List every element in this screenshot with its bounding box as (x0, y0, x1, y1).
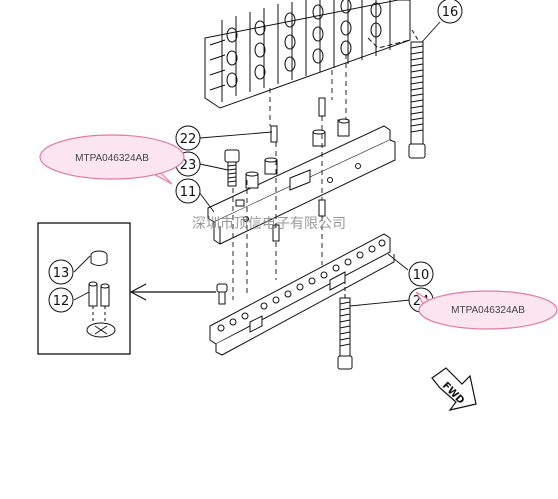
detail-box (37, 222, 131, 355)
pins (224, 97, 326, 242)
bolt-24 (337, 280, 353, 370)
assembly-lines (221, 54, 347, 300)
bolt-16 (408, 29, 426, 159)
svg-text:13: 13 (53, 266, 70, 281)
leader-lines (198, 21, 441, 307)
callout-13: 13 (48, 259, 74, 285)
callout-10: 10 (408, 261, 434, 287)
svg-text:10: 10 (413, 268, 430, 283)
part-number-bubble-right: MTPA046324AB (415, 290, 558, 330)
part-number-bubble-left: MTPA046324AB (39, 134, 185, 185)
callout-16: 16 (437, 0, 463, 24)
detail-pin (216, 283, 228, 305)
callout-22: 22 (175, 125, 201, 151)
svg-text:11: 11 (180, 185, 197, 200)
svg-text:16: 16 (442, 5, 459, 20)
callout-12: 12 (48, 287, 74, 313)
callout-11: 11 (175, 178, 201, 204)
svg-text:MTPA046324AB: MTPA046324AB (75, 153, 149, 164)
svg-text:22: 22 (180, 132, 197, 147)
fwd-arrow-icon: FWD (431, 367, 477, 411)
svg-text:12: 12 (53, 294, 70, 309)
svg-text:MTPA046324AB: MTPA046324AB (451, 305, 525, 316)
upper-rail (207, 118, 396, 245)
watermark-text: 深圳市顶信电子有限公司 (192, 215, 346, 232)
detail-arrow (129, 283, 216, 301)
svg-text:23: 23 (180, 158, 197, 173)
lower-rail (209, 233, 395, 356)
feeder-block (204, 0, 411, 109)
